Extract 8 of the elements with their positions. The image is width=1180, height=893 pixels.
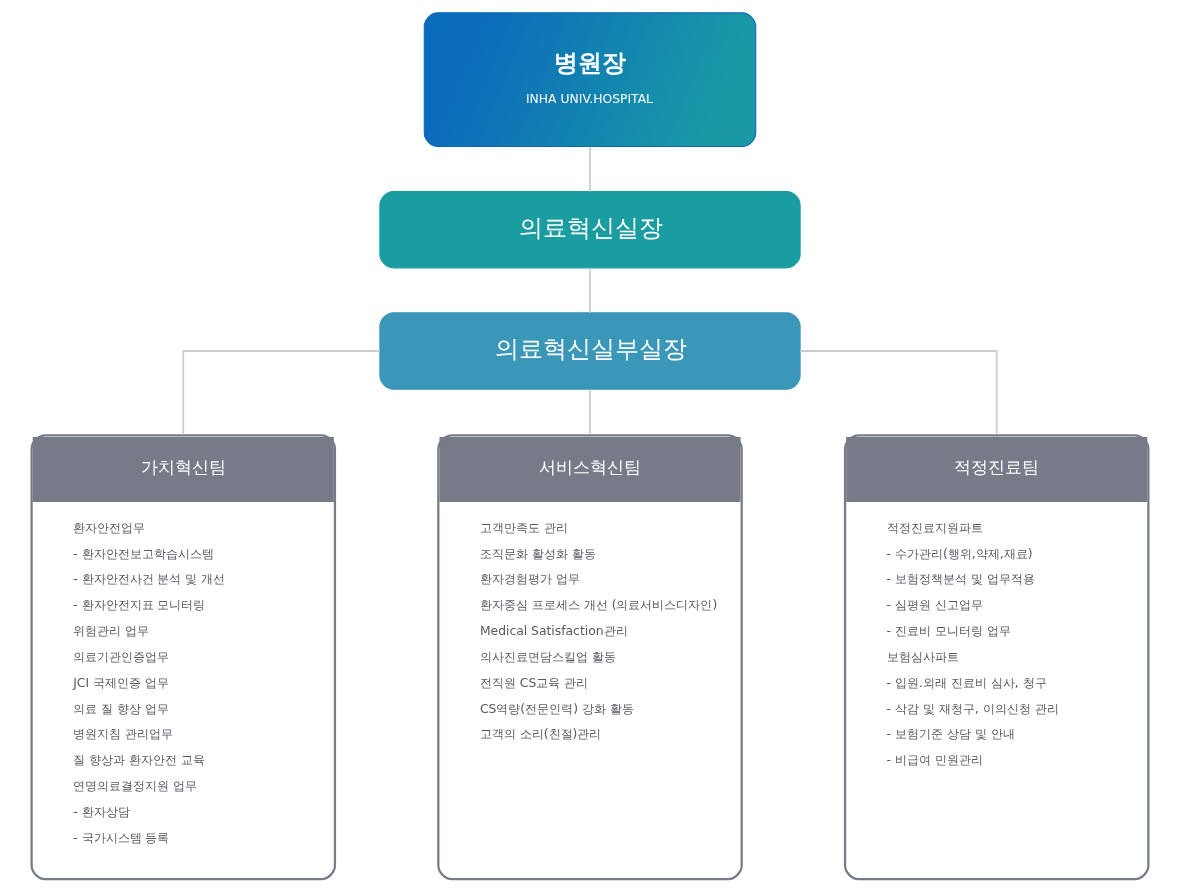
connector [589, 267, 591, 314]
connector [182, 350, 381, 435]
node-box: 의료혁신실장 [379, 190, 801, 269]
node-box: 병원장 INHA UNIV.HOSPITAL [423, 12, 757, 148]
connector [589, 145, 591, 193]
connector [589, 388, 591, 435]
connector [799, 350, 998, 435]
node-box: 의료혁신실부실장 [379, 312, 801, 390]
